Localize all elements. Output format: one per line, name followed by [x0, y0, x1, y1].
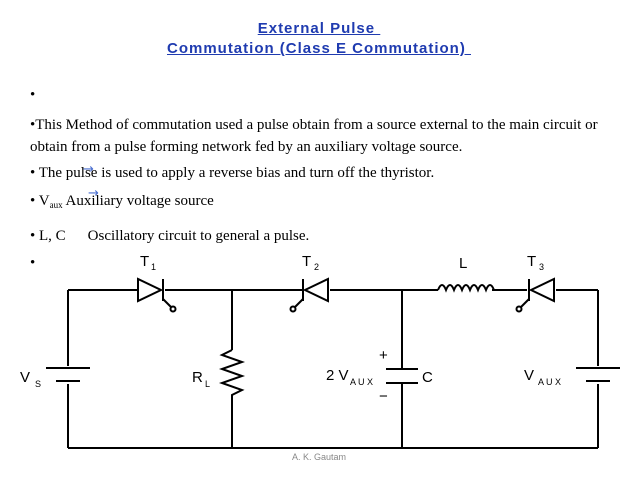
bullet-method: •This Method of commutation used a pulse…	[30, 117, 598, 155]
bullet-empty-2: •	[30, 255, 36, 271]
label-vs-sub: S	[35, 379, 41, 389]
inductor-icon	[437, 284, 495, 293]
label-t2: T	[302, 253, 311, 270]
bullet-vaux-desc: Auxiliary voltage source	[65, 193, 214, 209]
label-plus: +	[379, 347, 388, 364]
label-t2-sub: 2	[314, 262, 319, 272]
bullet-empty-1: •	[30, 87, 36, 103]
bullet-pulse: • The pulse is used to apply a reverse b…	[30, 165, 435, 181]
label-rl-sub: L	[205, 379, 210, 389]
bullet-lc-prefix: • L, C	[30, 228, 66, 244]
bullet-vaux: • Vaux Auxiliary voltage source	[30, 190, 214, 213]
label-vaux: V	[524, 367, 534, 384]
arrow-icon: →	[88, 186, 99, 201]
slide-title-line2: Commutation (Class E Commutation)	[166, 40, 471, 57]
label-t1: T	[140, 253, 149, 270]
label-rl: R	[192, 369, 203, 386]
bullet-lc: • L, C Oscillatory circuit to general a p…	[30, 225, 309, 247]
capacitor-icon	[386, 368, 418, 384]
label-t1-sub: 1	[151, 262, 156, 272]
footer-author: A. K. Gautam	[292, 452, 347, 462]
label-2vaux-sub: A U X	[350, 377, 373, 387]
thyristor-t2-icon	[289, 277, 329, 313]
thyristor-t3-icon	[515, 277, 555, 313]
label-t3: T	[527, 253, 536, 270]
resistor-icon	[218, 349, 246, 400]
bullet-vaux-prefix: • V	[30, 193, 50, 209]
bullet-vaux-sub: aux	[49, 200, 63, 210]
label-vs: V	[20, 369, 30, 386]
label-c: C	[422, 369, 433, 386]
label-l: L	[459, 255, 467, 272]
thyristor-t1-icon	[137, 277, 177, 313]
vaux-battery-icon	[576, 367, 620, 382]
label-minus: −	[379, 388, 388, 405]
slide-title-line1: External Pulse	[257, 20, 381, 37]
label-2vaux: 2 V	[326, 367, 349, 384]
arrow-icon: →	[83, 162, 94, 177]
label-vaux-sub: A U X	[538, 377, 561, 387]
label-t3-sub: 3	[539, 262, 544, 272]
vs-battery-icon	[46, 367, 90, 382]
bullet-lc-desc: Oscillatory circuit to general a pulse.	[87, 228, 310, 244]
